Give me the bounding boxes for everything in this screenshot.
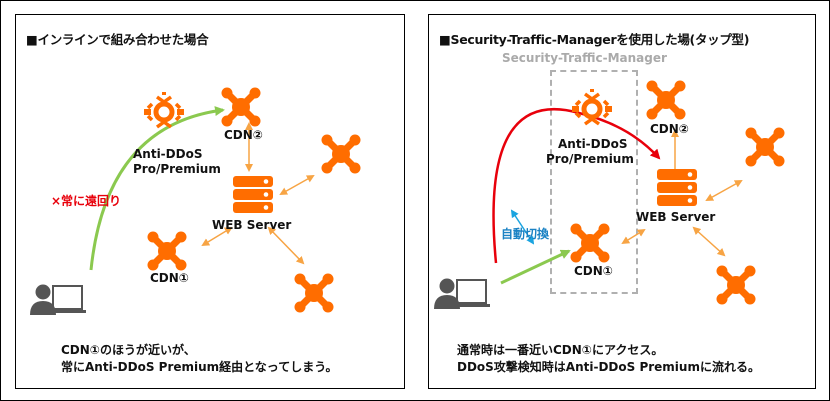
- cdn2-icon: [221, 87, 261, 127]
- anti-ddos-label-line1: Anti-DDoS: [133, 147, 203, 161]
- server-cdn-right-arrow: [279, 175, 315, 195]
- cdn1-label: CDN①: [150, 271, 189, 285]
- cdn-bottom-icon: [294, 273, 334, 313]
- user-computer-icon: [30, 283, 87, 316]
- detour-label: ×常に遠回り: [51, 194, 122, 208]
- ddos-red-arrow: [492, 107, 661, 264]
- stm-note-line2: DDoS攻撃検知時はAnti-DDoS Premiumに流れる。: [457, 360, 760, 374]
- inline-panel-title: ■インラインで組み合わせた場合: [26, 32, 209, 47]
- cdn2-icon: [646, 80, 686, 120]
- cdn1-label: CDN①: [574, 264, 613, 278]
- web-server-icon: [657, 169, 697, 206]
- web-server-label: WEB Server: [636, 210, 716, 224]
- anti-ddos-label-line1: Anti-DDoS: [558, 137, 628, 151]
- server-cdn1-arrow: [621, 228, 646, 245]
- anti-ddos-label-line2: Pro/Premium: [133, 162, 221, 176]
- auto-switch-label: 自動切換: [501, 227, 550, 241]
- inline-note-line2: 常にAnti-DDoS Premium経由となってしまう。: [61, 360, 338, 374]
- stm-box-label: Security-Traffic-Manager: [502, 51, 667, 65]
- inline-connections: [89, 106, 315, 271]
- cdn-right-icon: [321, 134, 361, 174]
- server-cdn-bottom-arrow: [267, 226, 305, 265]
- stm-panel-title: ■Security-Traffic-Managerを使用した場(タップ型): [439, 32, 750, 47]
- web-server-label: WEB Server: [212, 218, 292, 232]
- user-computer-icon: [434, 277, 491, 310]
- server-cdn1-arrow: [201, 226, 233, 247]
- server-cdn-right-arrow: [705, 180, 743, 201]
- inline-note-line1: CDN①のほうが近いが、: [61, 343, 196, 357]
- cdn2-label: CDN②: [650, 122, 689, 136]
- stm-dashed-box: [550, 70, 638, 294]
- cdn1-icon: [147, 231, 187, 271]
- server-cdn-bottom-arrow: [692, 226, 726, 257]
- detour-green-arrow: [89, 106, 225, 271]
- stm-panel: ■Security-Traffic-Managerを使用した場(タップ型) Se…: [428, 14, 816, 389]
- web-server-icon: [233, 176, 273, 213]
- auto-switch-arrow: [510, 209, 535, 245]
- cdn1-icon: [570, 223, 610, 263]
- cdn-bottom-icon: [716, 265, 756, 305]
- normal-green-arrow: [500, 249, 571, 285]
- stm-connections: [492, 107, 743, 285]
- inline-panel: ■インラインで組み合わせた場合 CDN② Anti-DDoS Pro/Premi…: [15, 14, 405, 389]
- anti-ddos-icon: [144, 92, 184, 132]
- anti-ddos-icon: [572, 89, 612, 129]
- cdn-right-icon: [745, 127, 785, 167]
- stm-note-line1: 通常時は一番近いCDN①にアクセス。: [457, 343, 664, 357]
- cdn2-label: CDN②: [224, 128, 263, 142]
- anti-ddos-label-line2: Pro/Premium: [546, 152, 634, 166]
